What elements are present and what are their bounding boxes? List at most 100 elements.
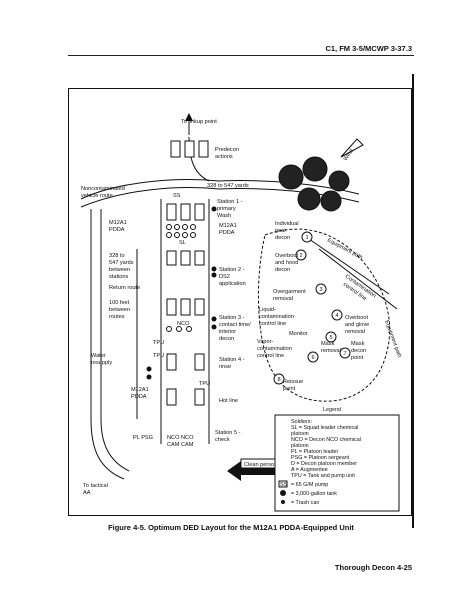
svg-text:SL = Squad leader chemical: SL = Squad leader chemical bbox=[291, 425, 358, 431]
tpu-label-3: TPU bbox=[199, 381, 210, 387]
ss-label-top: SS bbox=[173, 193, 181, 199]
sl-label: SL bbox=[179, 240, 186, 246]
svg-text:interior: interior bbox=[219, 329, 236, 335]
svg-text:decon: decon bbox=[275, 267, 290, 273]
liquid-contam-label: Liquid- bbox=[259, 307, 276, 313]
svg-text:control line: control line bbox=[257, 353, 284, 359]
svg-text:stations: stations bbox=[109, 274, 128, 280]
header-rule bbox=[68, 55, 414, 56]
station4-label: Station 4 - bbox=[219, 357, 245, 363]
tpu-label-2: TPU bbox=[153, 353, 164, 359]
svg-text:1: 1 bbox=[305, 235, 308, 241]
station2-label: Station 2 - bbox=[219, 267, 245, 273]
monitor-label: Monitor bbox=[289, 331, 308, 337]
svg-text:check: check bbox=[215, 437, 230, 443]
nco-cam-label: NCO NCO bbox=[167, 435, 194, 441]
svg-text:decon: decon bbox=[351, 348, 366, 354]
svg-text:PDDA: PDDA bbox=[109, 227, 125, 233]
wind-arrow: Wind bbox=[340, 138, 364, 162]
svg-text:DS2: DS2 bbox=[219, 274, 230, 280]
legend: Legend Soldiers: SL = Squad leader chemi… bbox=[274, 407, 400, 512]
svg-text:contamination: contamination bbox=[257, 346, 292, 352]
svg-text:2: 2 bbox=[299, 253, 302, 259]
svg-text:Clean personnel: Clean personnel bbox=[244, 462, 285, 468]
m12a1-left-label: M12A1 bbox=[109, 220, 127, 226]
svg-text:AA: AA bbox=[83, 490, 91, 496]
svg-text:platoon: platoon bbox=[291, 443, 309, 449]
step-numbers: 1 2 3 4 5 6 7 8 bbox=[277, 235, 346, 383]
svg-text:To linkup point: To linkup point bbox=[181, 119, 217, 125]
step-circles bbox=[273, 231, 351, 385]
svg-text:TPU = Tank and pump unit: TPU = Tank and pump unit bbox=[291, 473, 355, 479]
predecon-label: Predecon bbox=[215, 147, 239, 153]
svg-text:between: between bbox=[109, 307, 130, 313]
svg-text:between: between bbox=[109, 267, 130, 273]
svg-text:547 yards: 547 yards bbox=[109, 260, 134, 266]
svg-text:A = Augmentee: A = Augmentee bbox=[291, 467, 328, 473]
noncontam-label: Noncontaminated bbox=[81, 186, 125, 192]
station1-label: Station 1 - bbox=[217, 199, 243, 205]
linkup-arrow: To linkup point bbox=[181, 113, 217, 135]
svg-text:3: 3 bbox=[319, 287, 322, 293]
station1-vehicles bbox=[166, 203, 205, 406]
mask-decon-label: Mask bbox=[351, 341, 365, 347]
m12a1-bottom-label: M12A1 bbox=[131, 387, 149, 393]
equipment-path-label: Equipment path bbox=[326, 237, 363, 261]
svg-text:and glove: and glove bbox=[345, 322, 369, 328]
svg-text:contact time/: contact time/ bbox=[219, 322, 251, 328]
svg-text:8: 8 bbox=[277, 377, 280, 383]
svg-text:7: 7 bbox=[343, 351, 346, 357]
individual-gear-label: Individual bbox=[275, 221, 299, 227]
svg-text:4: 4 bbox=[335, 313, 338, 319]
svg-text:and hood: and hood bbox=[275, 260, 298, 266]
overgarment-label: Overgarment bbox=[273, 289, 306, 295]
to-tactical-label: To tactical bbox=[83, 483, 108, 489]
yards-side-label: 328 to bbox=[109, 253, 125, 259]
svg-text:actions: actions bbox=[215, 154, 233, 160]
svg-text:removal: removal bbox=[345, 329, 365, 335]
return-route-label: Return route bbox=[109, 285, 140, 291]
svg-text:control line: control line bbox=[259, 321, 286, 327]
svg-text:PL = Platoon leader: PL = Platoon leader bbox=[291, 449, 339, 455]
station-markers bbox=[146, 206, 217, 380]
svg-text:= 65 G/M pump: = 65 G/M pump bbox=[291, 482, 328, 488]
water-resupply-label: Water bbox=[91, 353, 106, 359]
svg-text:SS: SS bbox=[280, 482, 288, 488]
vapor-contam-label: Vapor- bbox=[257, 339, 274, 345]
svg-text:gear: gear bbox=[275, 228, 286, 234]
svg-text:resupply: resupply bbox=[91, 360, 112, 366]
svg-text:PDDA: PDDA bbox=[131, 394, 147, 400]
svg-text:Wash: Wash bbox=[217, 213, 231, 219]
svg-text:primary: primary bbox=[217, 206, 236, 212]
figure-caption: Figure 4-5. Optimum DED Layout for the M… bbox=[108, 523, 354, 532]
svg-text:= Trash can: = Trash can bbox=[291, 500, 319, 506]
feet100-label: 100 feet bbox=[109, 300, 130, 306]
overboot-glove-label: Overboot bbox=[345, 315, 368, 321]
station5-label: Station 5 - bbox=[215, 430, 241, 436]
svg-text:application: application bbox=[219, 281, 246, 287]
hot-line-label: Hot line bbox=[219, 398, 238, 404]
svg-text:D = Decon platoon member: D = Decon platoon member bbox=[291, 461, 357, 467]
svg-text:point: point bbox=[351, 355, 364, 361]
svg-text:vehicle route: vehicle route bbox=[81, 193, 113, 199]
overboot-hood-label: Overboot bbox=[275, 253, 298, 259]
svg-text:decon: decon bbox=[275, 235, 290, 241]
predecon-vehicles bbox=[170, 140, 209, 158]
tpu-label-1: TPU bbox=[153, 340, 164, 346]
svg-text:platoon: platoon bbox=[291, 431, 309, 437]
svg-text:NCO = Decon NCO chemical: NCO = Decon NCO chemical bbox=[291, 437, 361, 443]
svg-text:Soldiers:: Soldiers: bbox=[291, 419, 312, 425]
svg-text:= 3,000-gallon tank: = 3,000-gallon tank bbox=[291, 491, 337, 497]
ded-layout-diagram: To linkup point Predecon actions 328 to … bbox=[80, 113, 402, 512]
equipment-path-2-label: Equipment path bbox=[383, 320, 402, 359]
svg-text:5: 5 bbox=[329, 335, 332, 341]
svg-text:routes: routes bbox=[109, 314, 125, 320]
m12a1-right-label: M12A1 bbox=[219, 223, 237, 229]
soldier-circles bbox=[166, 224, 196, 332]
svg-text:decon: decon bbox=[219, 336, 234, 342]
change-bar bbox=[412, 74, 414, 528]
running-header: C1, FM 3-5/MCWP 3-37.3 bbox=[325, 44, 412, 53]
legend-title: Legend bbox=[323, 407, 341, 413]
reissue-label: Reissue bbox=[283, 379, 303, 385]
yards-top-label: 328 to 547 yards bbox=[207, 183, 249, 189]
